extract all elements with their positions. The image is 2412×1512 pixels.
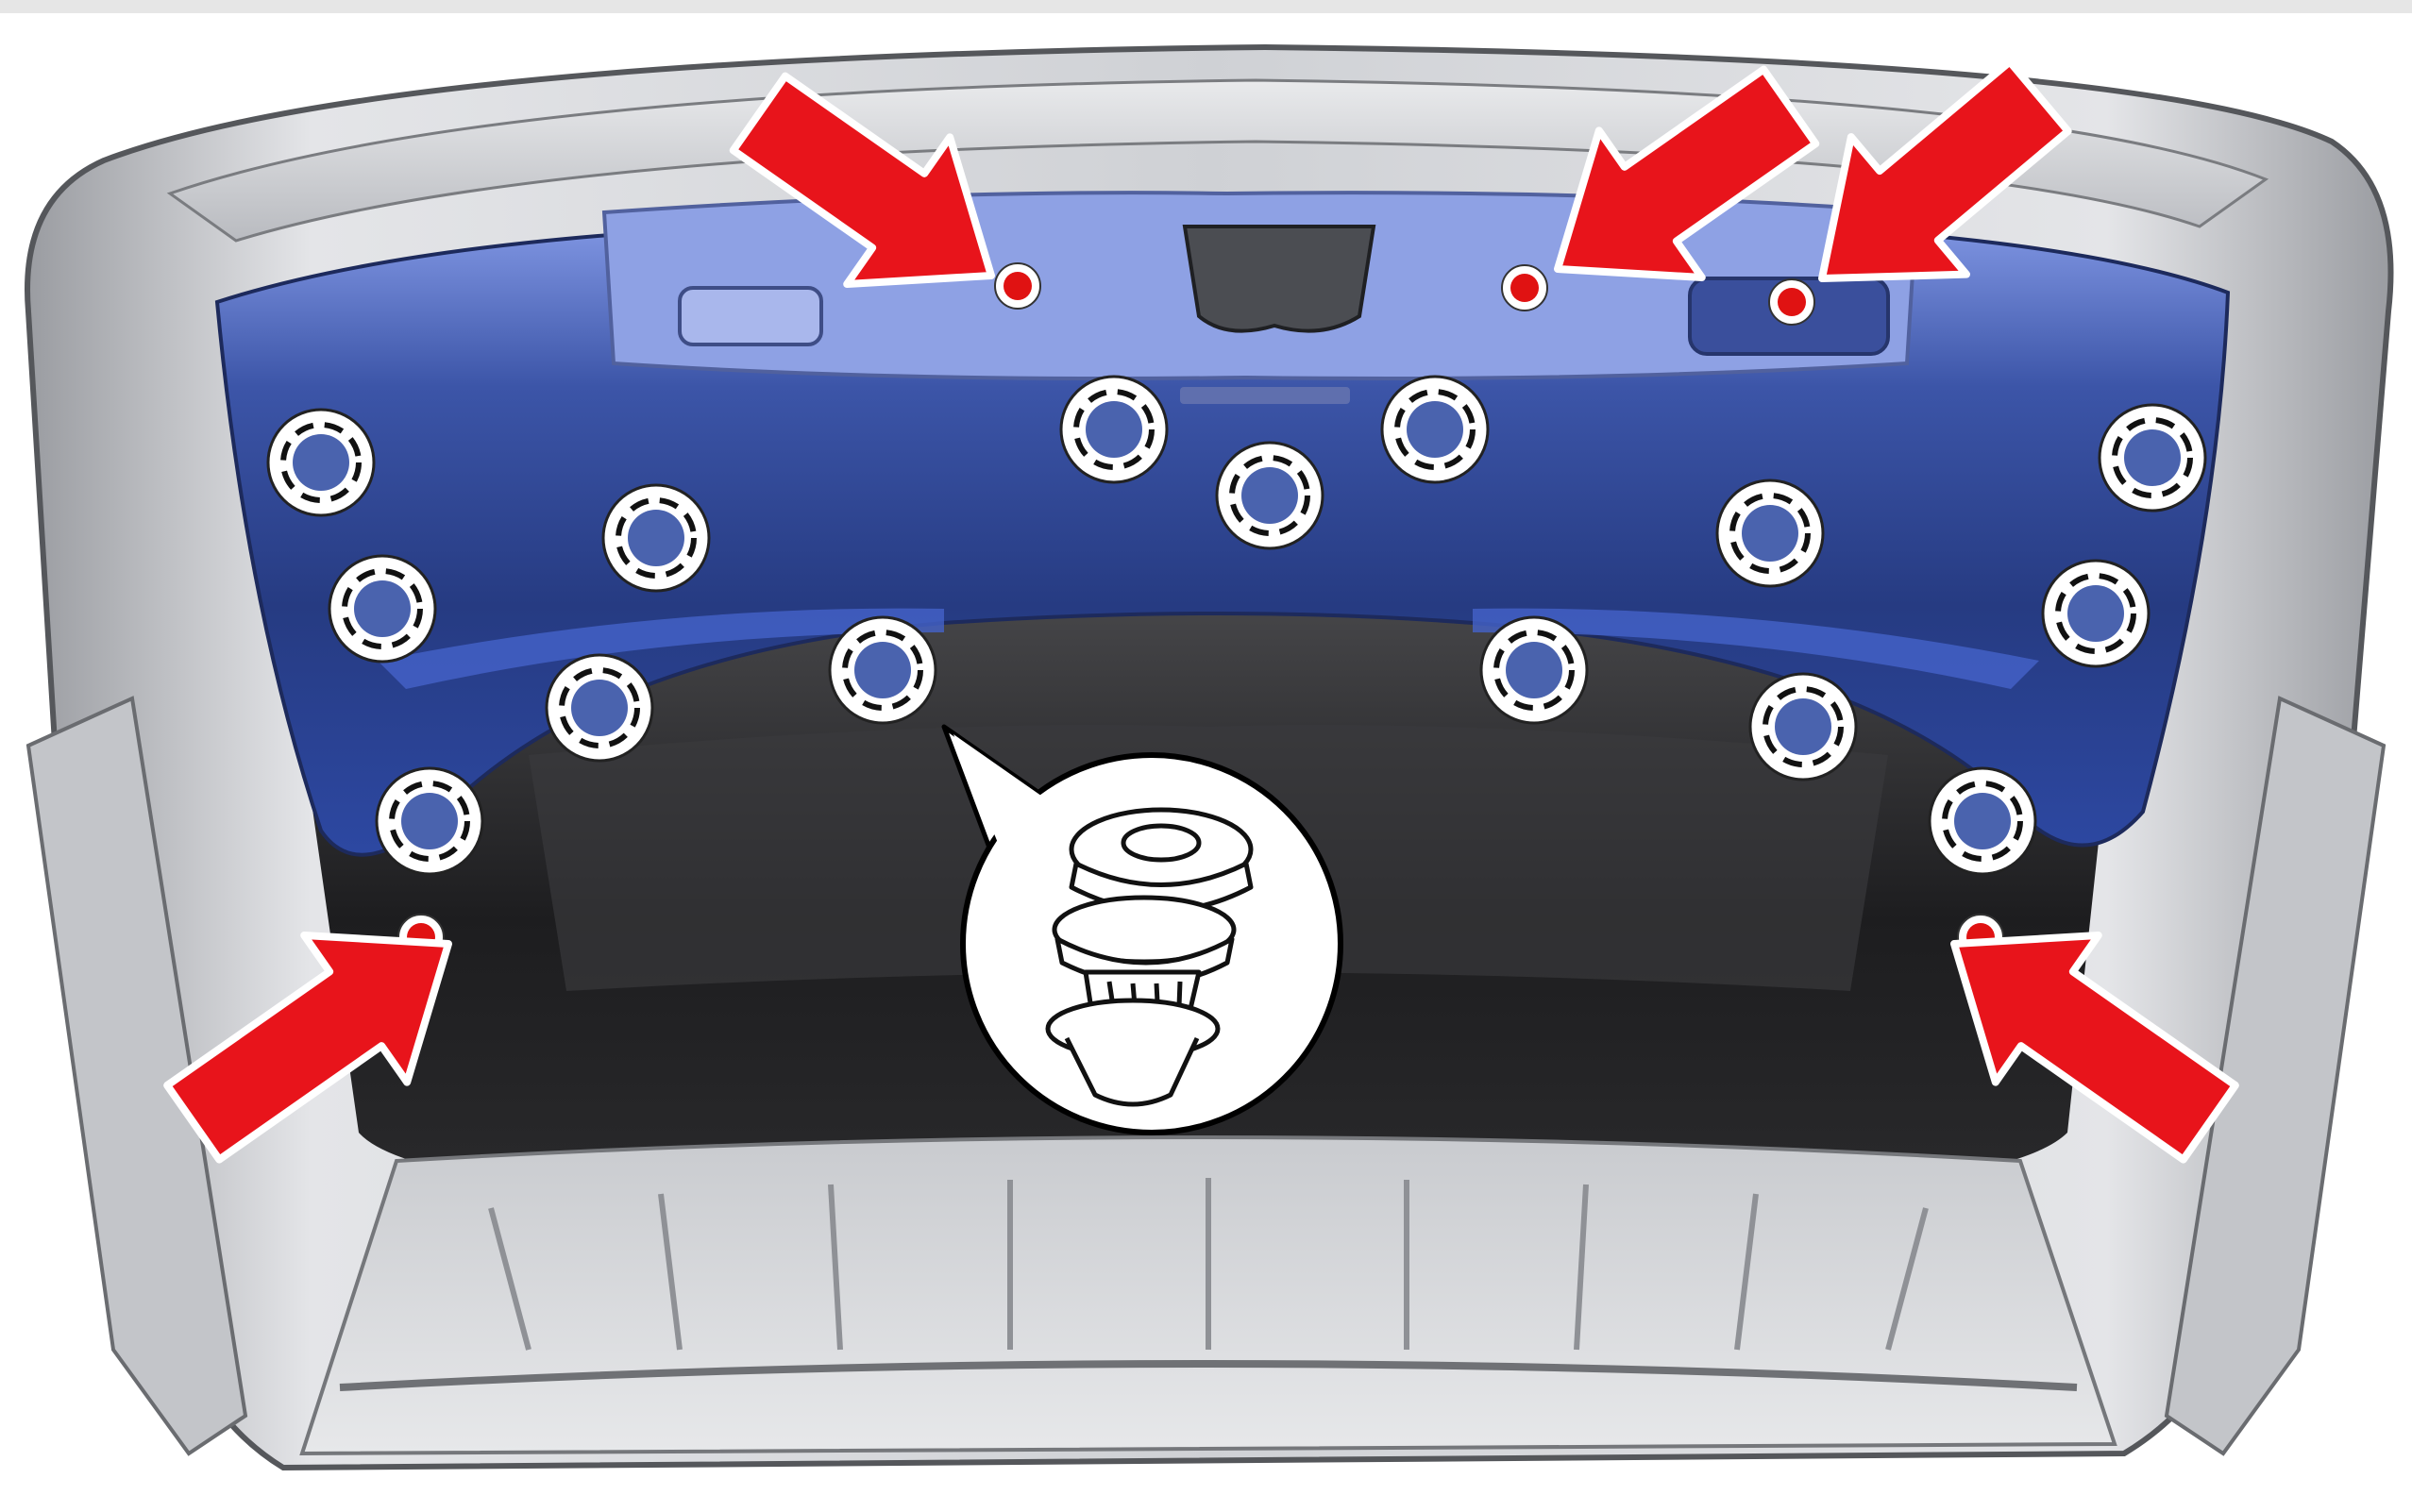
center-slot	[1180, 387, 1350, 404]
clip-marker	[377, 768, 482, 874]
left-handle-recess	[680, 288, 821, 344]
clip-marker	[603, 485, 709, 591]
clip-marker	[1750, 674, 1856, 780]
latch-housing	[1185, 227, 1374, 331]
clip-marker	[1061, 377, 1167, 482]
clip-marker	[1481, 617, 1587, 723]
clip-marker	[2100, 405, 2205, 511]
clip-marker	[268, 410, 374, 515]
clip-marker	[1930, 768, 2035, 874]
clip-marker	[1717, 480, 1823, 586]
screw-marker	[1769, 279, 1814, 325]
screw-marker	[995, 263, 1040, 309]
clip-marker	[830, 617, 936, 723]
clip-marker	[1217, 443, 1323, 548]
clip-marker	[547, 655, 652, 761]
clip-marker	[329, 556, 435, 662]
clip-marker	[2043, 561, 2149, 666]
clip-marker	[1382, 377, 1488, 482]
top-bar	[0, 0, 2412, 13]
screw-marker	[1502, 265, 1547, 311]
